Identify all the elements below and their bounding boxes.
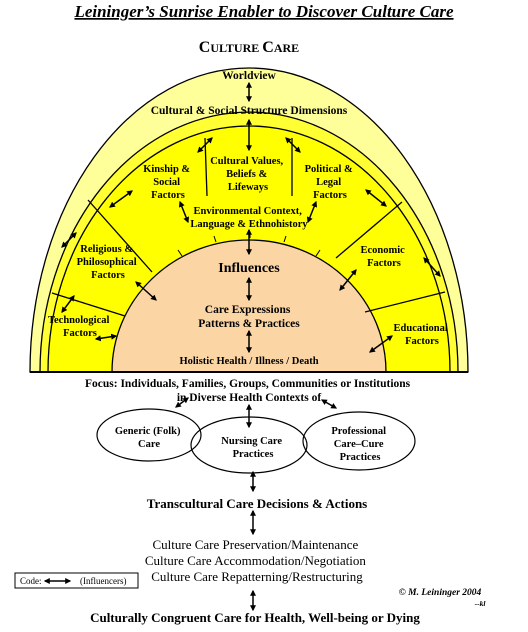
political-factors-label: Political & Legal Factors	[305, 164, 356, 201]
worldview-label: Worldview	[222, 70, 276, 82]
influence-arrows	[61, 81, 441, 354]
culture-care-heading: CULTURE CARE	[199, 39, 299, 56]
code-influencers: (Influencers)	[80, 576, 126, 586]
care-expressions-label: Care Expressions Patterns & Practices	[198, 304, 300, 330]
diagram-title: Leininger’s Sunrise Enabler to Discover …	[73, 2, 454, 21]
culturally-congruent-care-label: Culturally Congruent Care for Health, We…	[90, 610, 420, 625]
kinship-factors-label: Kinship & Social Factors	[143, 164, 193, 201]
code-label: Code:	[20, 576, 42, 586]
educational-factors-label: Educational Factors	[394, 323, 451, 347]
nursing-care-label: Nursing Care Practices	[221, 436, 284, 460]
religious-factors-label: Religious & Philosophical Factors	[77, 244, 140, 281]
economic-factors-label: Economic Factors	[361, 245, 408, 269]
code-legend: Code: (Influencers)	[14, 572, 139, 589]
copyright-label: © M. Leininger 2004	[399, 587, 482, 598]
copyright-initials: --kl	[475, 599, 487, 608]
focus-label: Focus: Individuals, Families, Groups, Co…	[85, 378, 413, 404]
professional-care-ellipse	[302, 411, 416, 471]
cultural-values-label: Cultural Values, Beliefs & Lifeways	[210, 156, 286, 193]
influences-core	[111, 239, 387, 373]
generic-care-label: Generic (Folk) Care	[115, 426, 183, 450]
environmental-context-label: Environmental Context, Language & Ethnoh…	[190, 206, 308, 230]
professional-care-label: Professional Care–Cure Practices	[331, 426, 388, 463]
technological-factors-label: Technological Factors	[48, 315, 112, 339]
transcultural-label: Transcultural Care Decisions & Actions	[147, 496, 368, 511]
cultural-social-label: Cultural & Social Structure Dimensions	[151, 105, 348, 117]
holistic-health-label: Holistic Health / Illness / Death	[179, 356, 318, 367]
influences-label: Influences	[218, 261, 280, 276]
care-system-arrows	[175, 397, 338, 612]
culture-care-actions: Culture Care Preservation/Maintenance Cu…	[145, 537, 369, 584]
generic-care-ellipse	[96, 408, 202, 462]
